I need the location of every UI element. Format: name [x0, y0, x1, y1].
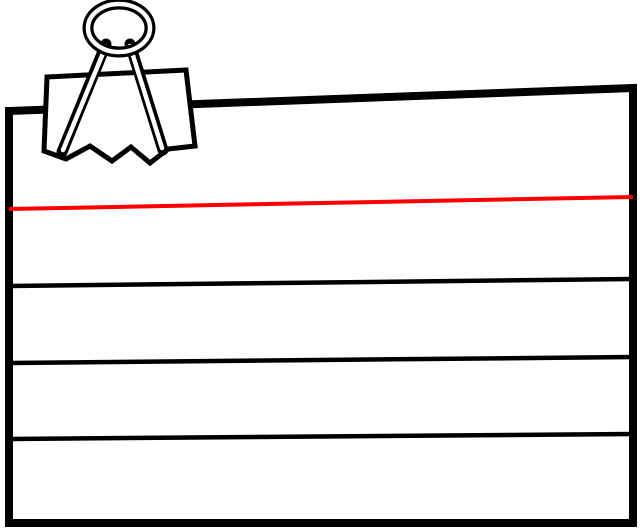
handle-arm-left-inner — [60, 43, 109, 153]
note-card — [5, 83, 637, 527]
handle-loop-inner — [85, 1, 153, 55]
rule-line-1 — [8, 276, 634, 289]
rule-line-3 — [8, 431, 634, 442]
binder-clip-handle-loop — [82, 0, 156, 58]
red-rule-line — [8, 195, 634, 211]
binder-clip-handle-arms — [56, 38, 169, 158]
handle-arm-right-inner — [127, 43, 165, 151]
rule-line-2 — [8, 354, 634, 366]
